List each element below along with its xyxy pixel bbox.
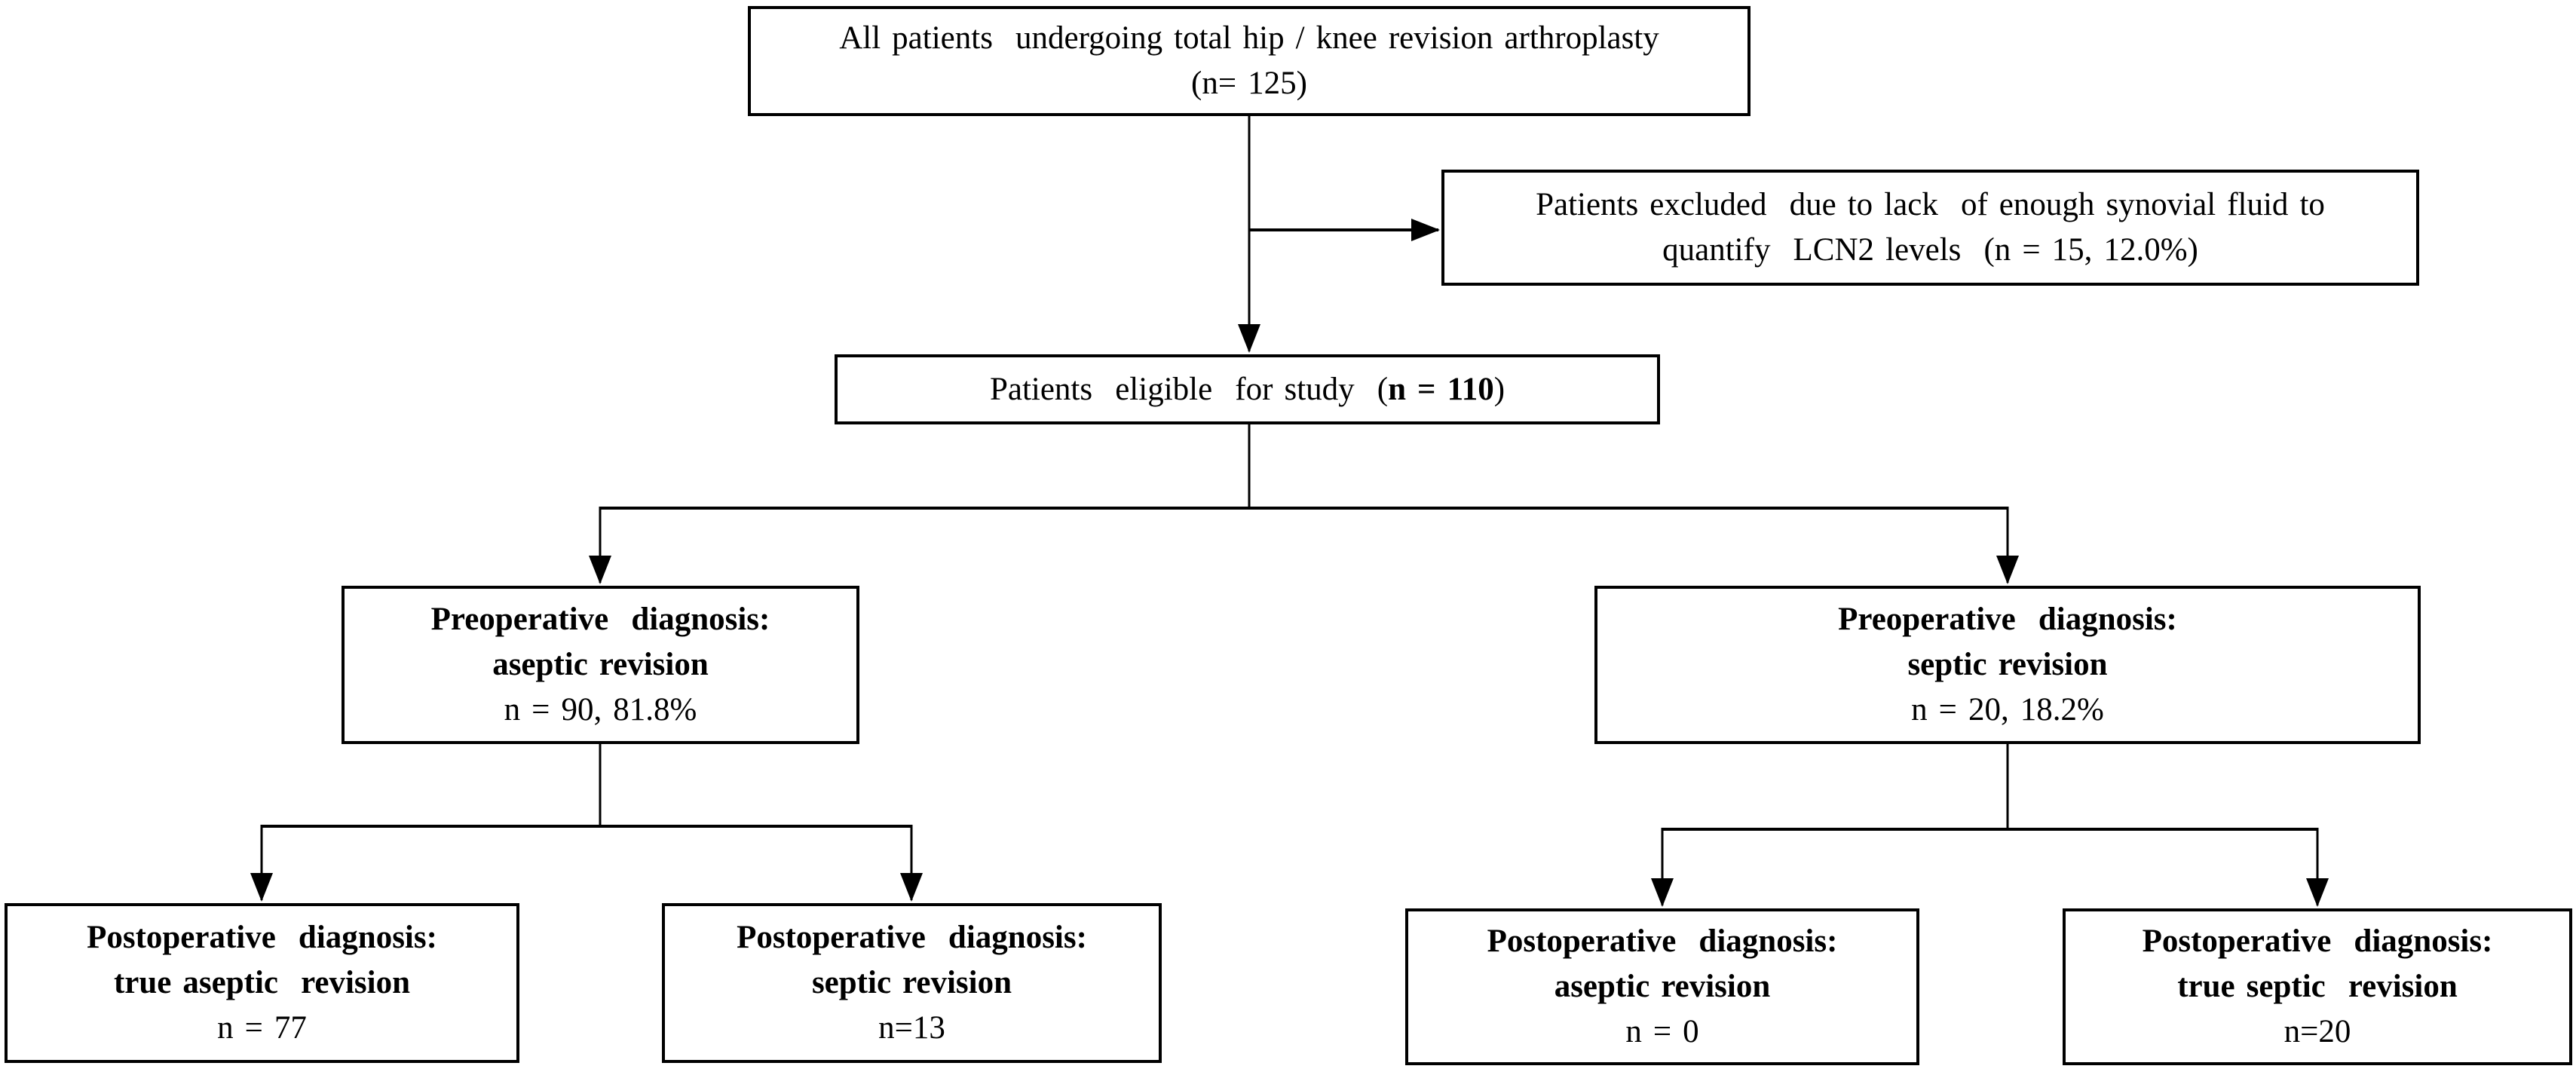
box-post-true-aseptic: Postoperative diagnosis: true aseptic re… xyxy=(5,903,519,1063)
box-post-true-septic: Postoperative diagnosis: true septic rev… xyxy=(2063,908,2572,1065)
all-patients-count: (n= 125) xyxy=(1191,66,1307,101)
preop-septic-subtitle: septic revision xyxy=(1907,647,2108,682)
preop-septic-title: Preoperative diagnosis: xyxy=(1838,602,2177,637)
post-aseptic-subtitle: aseptic revision xyxy=(1554,969,1771,1004)
preop-aseptic-count: n = 90, 81.8% xyxy=(504,692,697,727)
post-septic-title: Postoperative diagnosis: xyxy=(737,920,1087,955)
excluded-text: Patients excluded due to lack of enough … xyxy=(1536,187,2325,222)
eligible-prefix: Patients eligible for study ( xyxy=(989,371,1389,407)
post-true-septic-count: n=20 xyxy=(2283,1014,2351,1049)
eligible-suffix: ) xyxy=(1493,371,1505,407)
box-preop-septic: Preoperative diagnosis: septic revision … xyxy=(1594,586,2421,744)
post-septic-count: n=13 xyxy=(878,1010,945,1046)
box-post-aseptic: Postoperative diagnosis: aseptic revisio… xyxy=(1405,908,1919,1065)
box-preop-aseptic: Preoperative diagnosis: aseptic revision… xyxy=(342,586,859,744)
box-post-septic: Postoperative diagnosis: septic revision… xyxy=(662,903,1162,1063)
preop-aseptic-subtitle: aseptic revision xyxy=(492,647,709,682)
eligible-text: Patients eligible for study (n = 110) xyxy=(990,367,1505,412)
post-aseptic-count: n = 0 xyxy=(1625,1014,1699,1049)
post-true-aseptic-subtitle: true aseptic revision xyxy=(113,965,411,1000)
post-septic-subtitle: septic revision xyxy=(811,965,1012,1000)
all-patients-text: All patients undergoing total hip / knee… xyxy=(839,20,1659,56)
preop-aseptic-title: Preoperative diagnosis: xyxy=(430,602,770,637)
post-true-aseptic-title: Postoperative diagnosis: xyxy=(87,920,437,955)
box-eligible: Patients eligible for study (n = 110) xyxy=(835,354,1660,424)
post-true-septic-title: Postoperative diagnosis: xyxy=(2142,923,2493,959)
post-true-aseptic-count: n = 77 xyxy=(217,1010,307,1046)
post-true-septic-subtitle: true septic revision xyxy=(2177,969,2458,1004)
box-all-patients: All patients undergoing total hip / knee… xyxy=(748,6,1751,116)
post-aseptic-title: Postoperative diagnosis: xyxy=(1487,923,1838,959)
box-excluded: Patients excluded due to lack of enough … xyxy=(1441,170,2419,286)
preop-septic-count: n = 20, 18.2% xyxy=(1911,692,2104,727)
excluded-count: quantify LCN2 levels (n = 15, 12.0%) xyxy=(1662,232,2198,268)
eligible-count: n = 110 xyxy=(1388,371,1494,407)
